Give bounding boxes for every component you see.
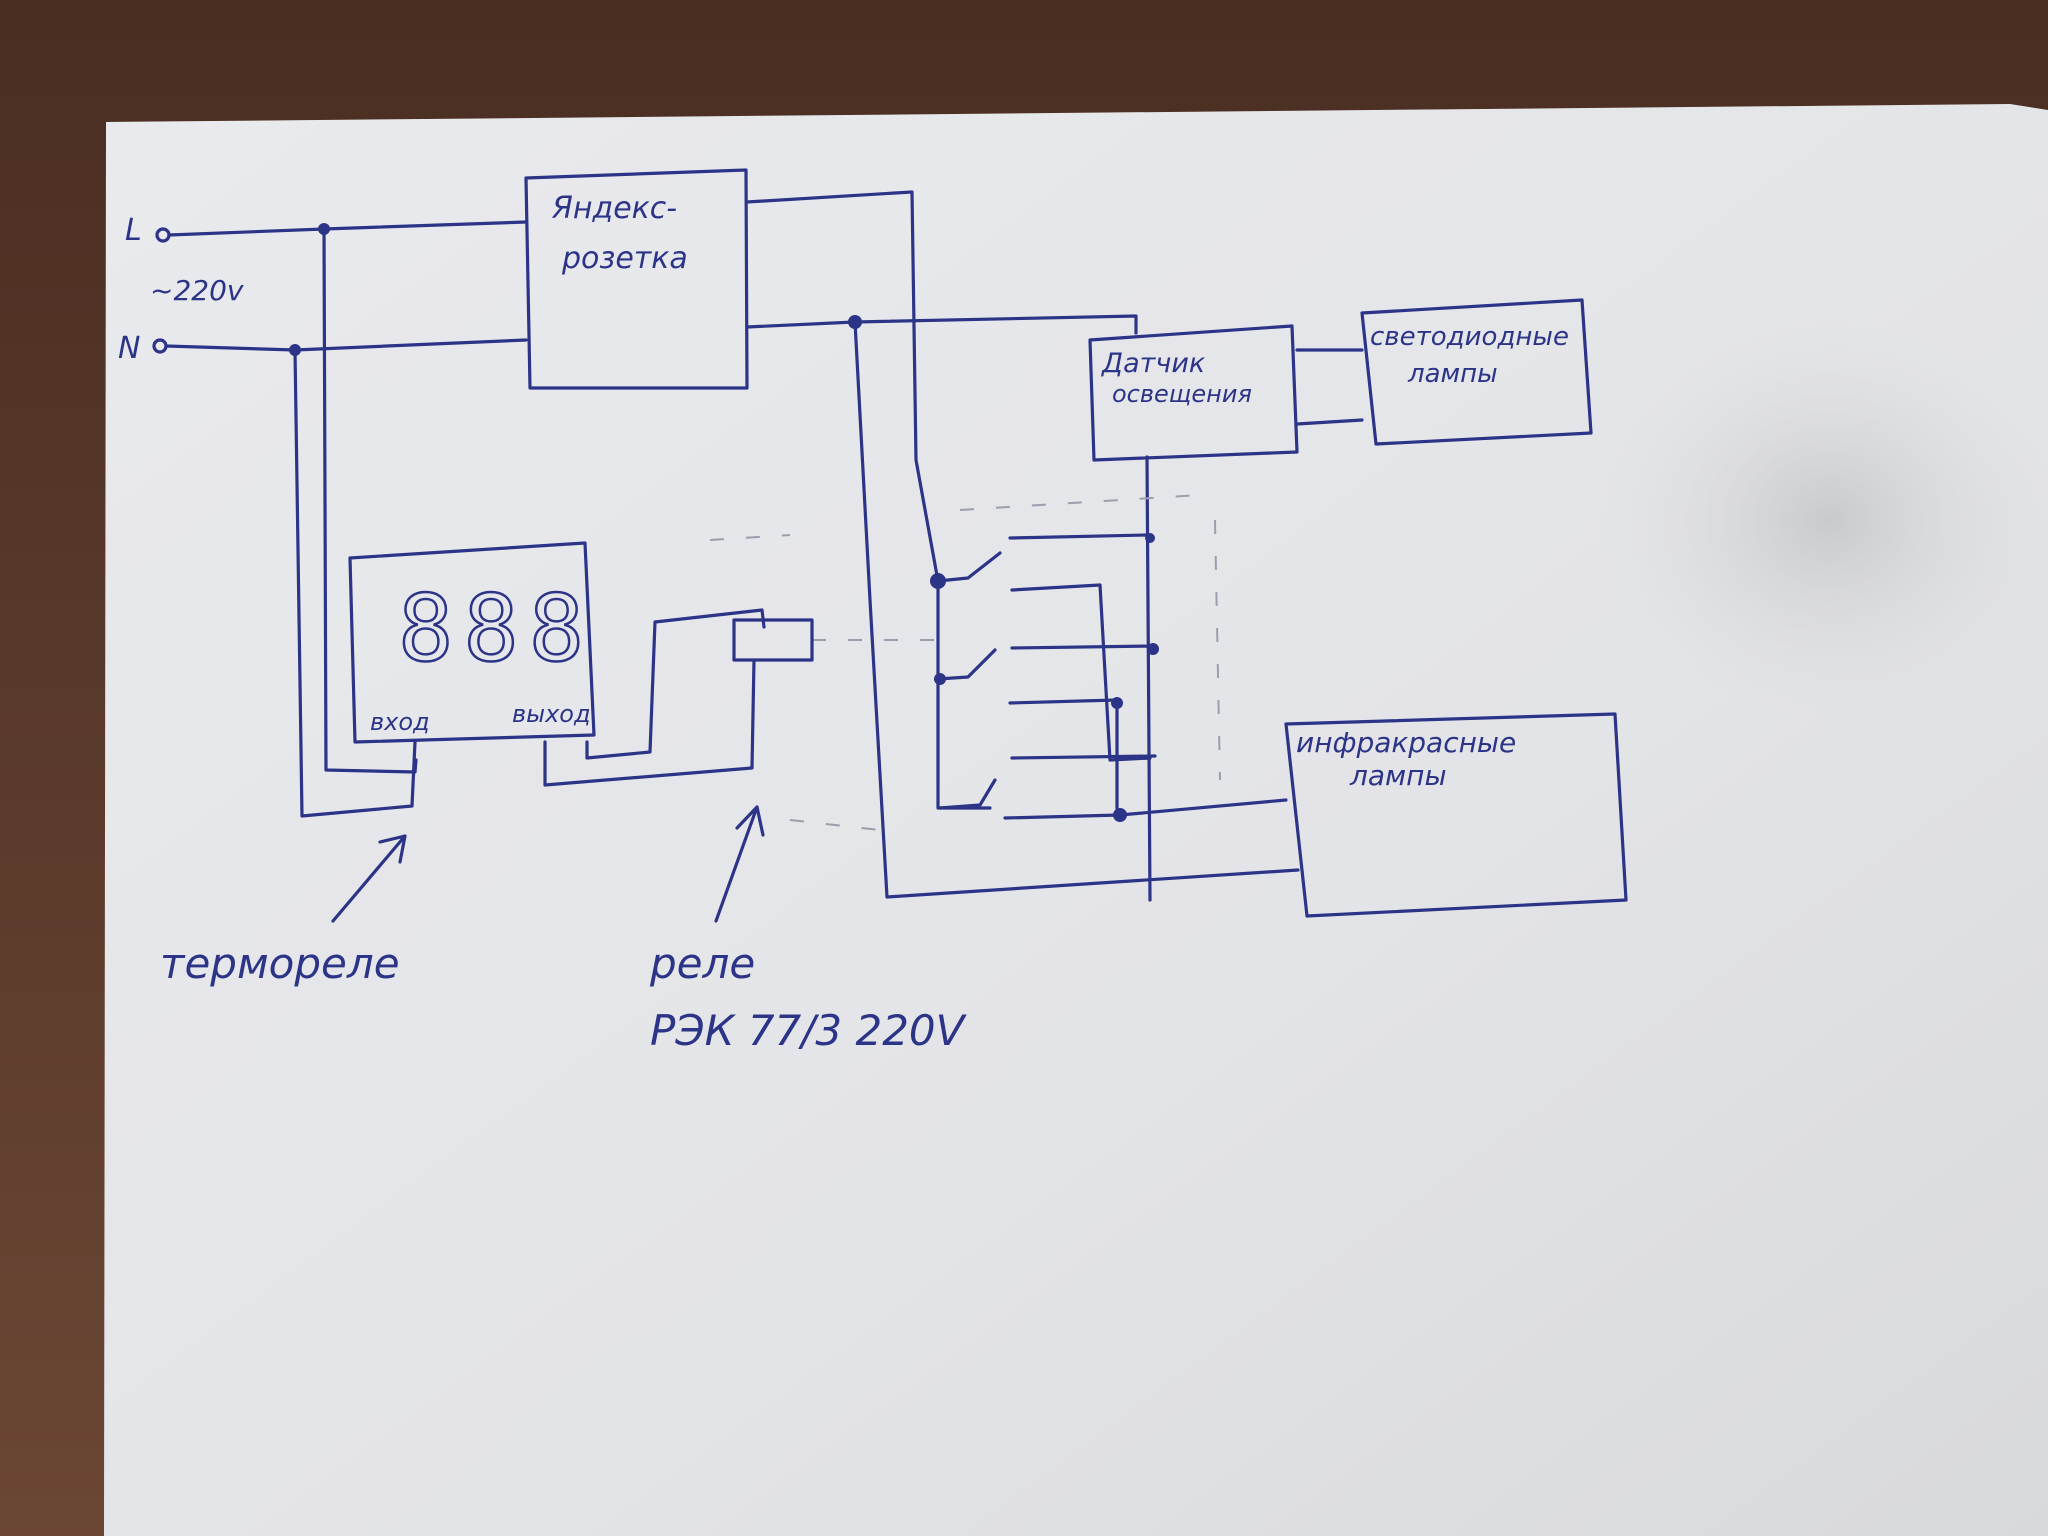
annotations: термореле реле РЭК 77/3 220V <box>160 805 968 1055</box>
light-sensor-label-2: освещения <box>1112 380 1252 408</box>
relay-caption: реле <box>649 939 755 988</box>
led-lamps-label-1: светодиодные <box>1370 322 1569 352</box>
thermostat-caption: термореле <box>160 939 400 988</box>
junction-dots <box>289 223 1159 822</box>
relay-coil <box>732 618 814 662</box>
thermostat-output-label: выход <box>512 700 591 728</box>
voltage-label: ~220v <box>150 274 244 307</box>
light-sensor-block: Датчик освещения <box>1088 324 1299 462</box>
led-lamps-label-2: лампы <box>1407 359 1498 389</box>
yandex-socket-label-1: Яндекс- <box>551 191 677 226</box>
shadow <box>1600 320 2048 720</box>
thermostat-block: 888 вход выход <box>348 541 596 744</box>
supply-terminals: L N ~220v <box>118 213 244 366</box>
thermostat-input-label: вход <box>370 708 430 736</box>
light-sensor-label-1: Датчик <box>1101 348 1206 379</box>
infrared-lamps-label-1: инфракрасные <box>1296 726 1516 759</box>
yandex-socket-block: Яндекс- розетка <box>524 168 749 390</box>
infrared-lamps-block: инфракрасные лампы <box>1284 712 1628 918</box>
infrared-lamps-label-2: лампы <box>1349 759 1447 792</box>
yandex-socket-label-2: розетка <box>561 241 688 276</box>
thermostat-display: 888 <box>398 575 594 682</box>
neutral-label: N <box>118 331 140 366</box>
led-lamps-block: светодиодные лампы <box>1360 298 1593 446</box>
relay-model: РЭК 77/3 220V <box>650 1006 968 1055</box>
paper-sheet <box>104 104 2048 1536</box>
mechanical-linkage <box>709 494 1221 831</box>
line-label: L <box>125 213 142 248</box>
